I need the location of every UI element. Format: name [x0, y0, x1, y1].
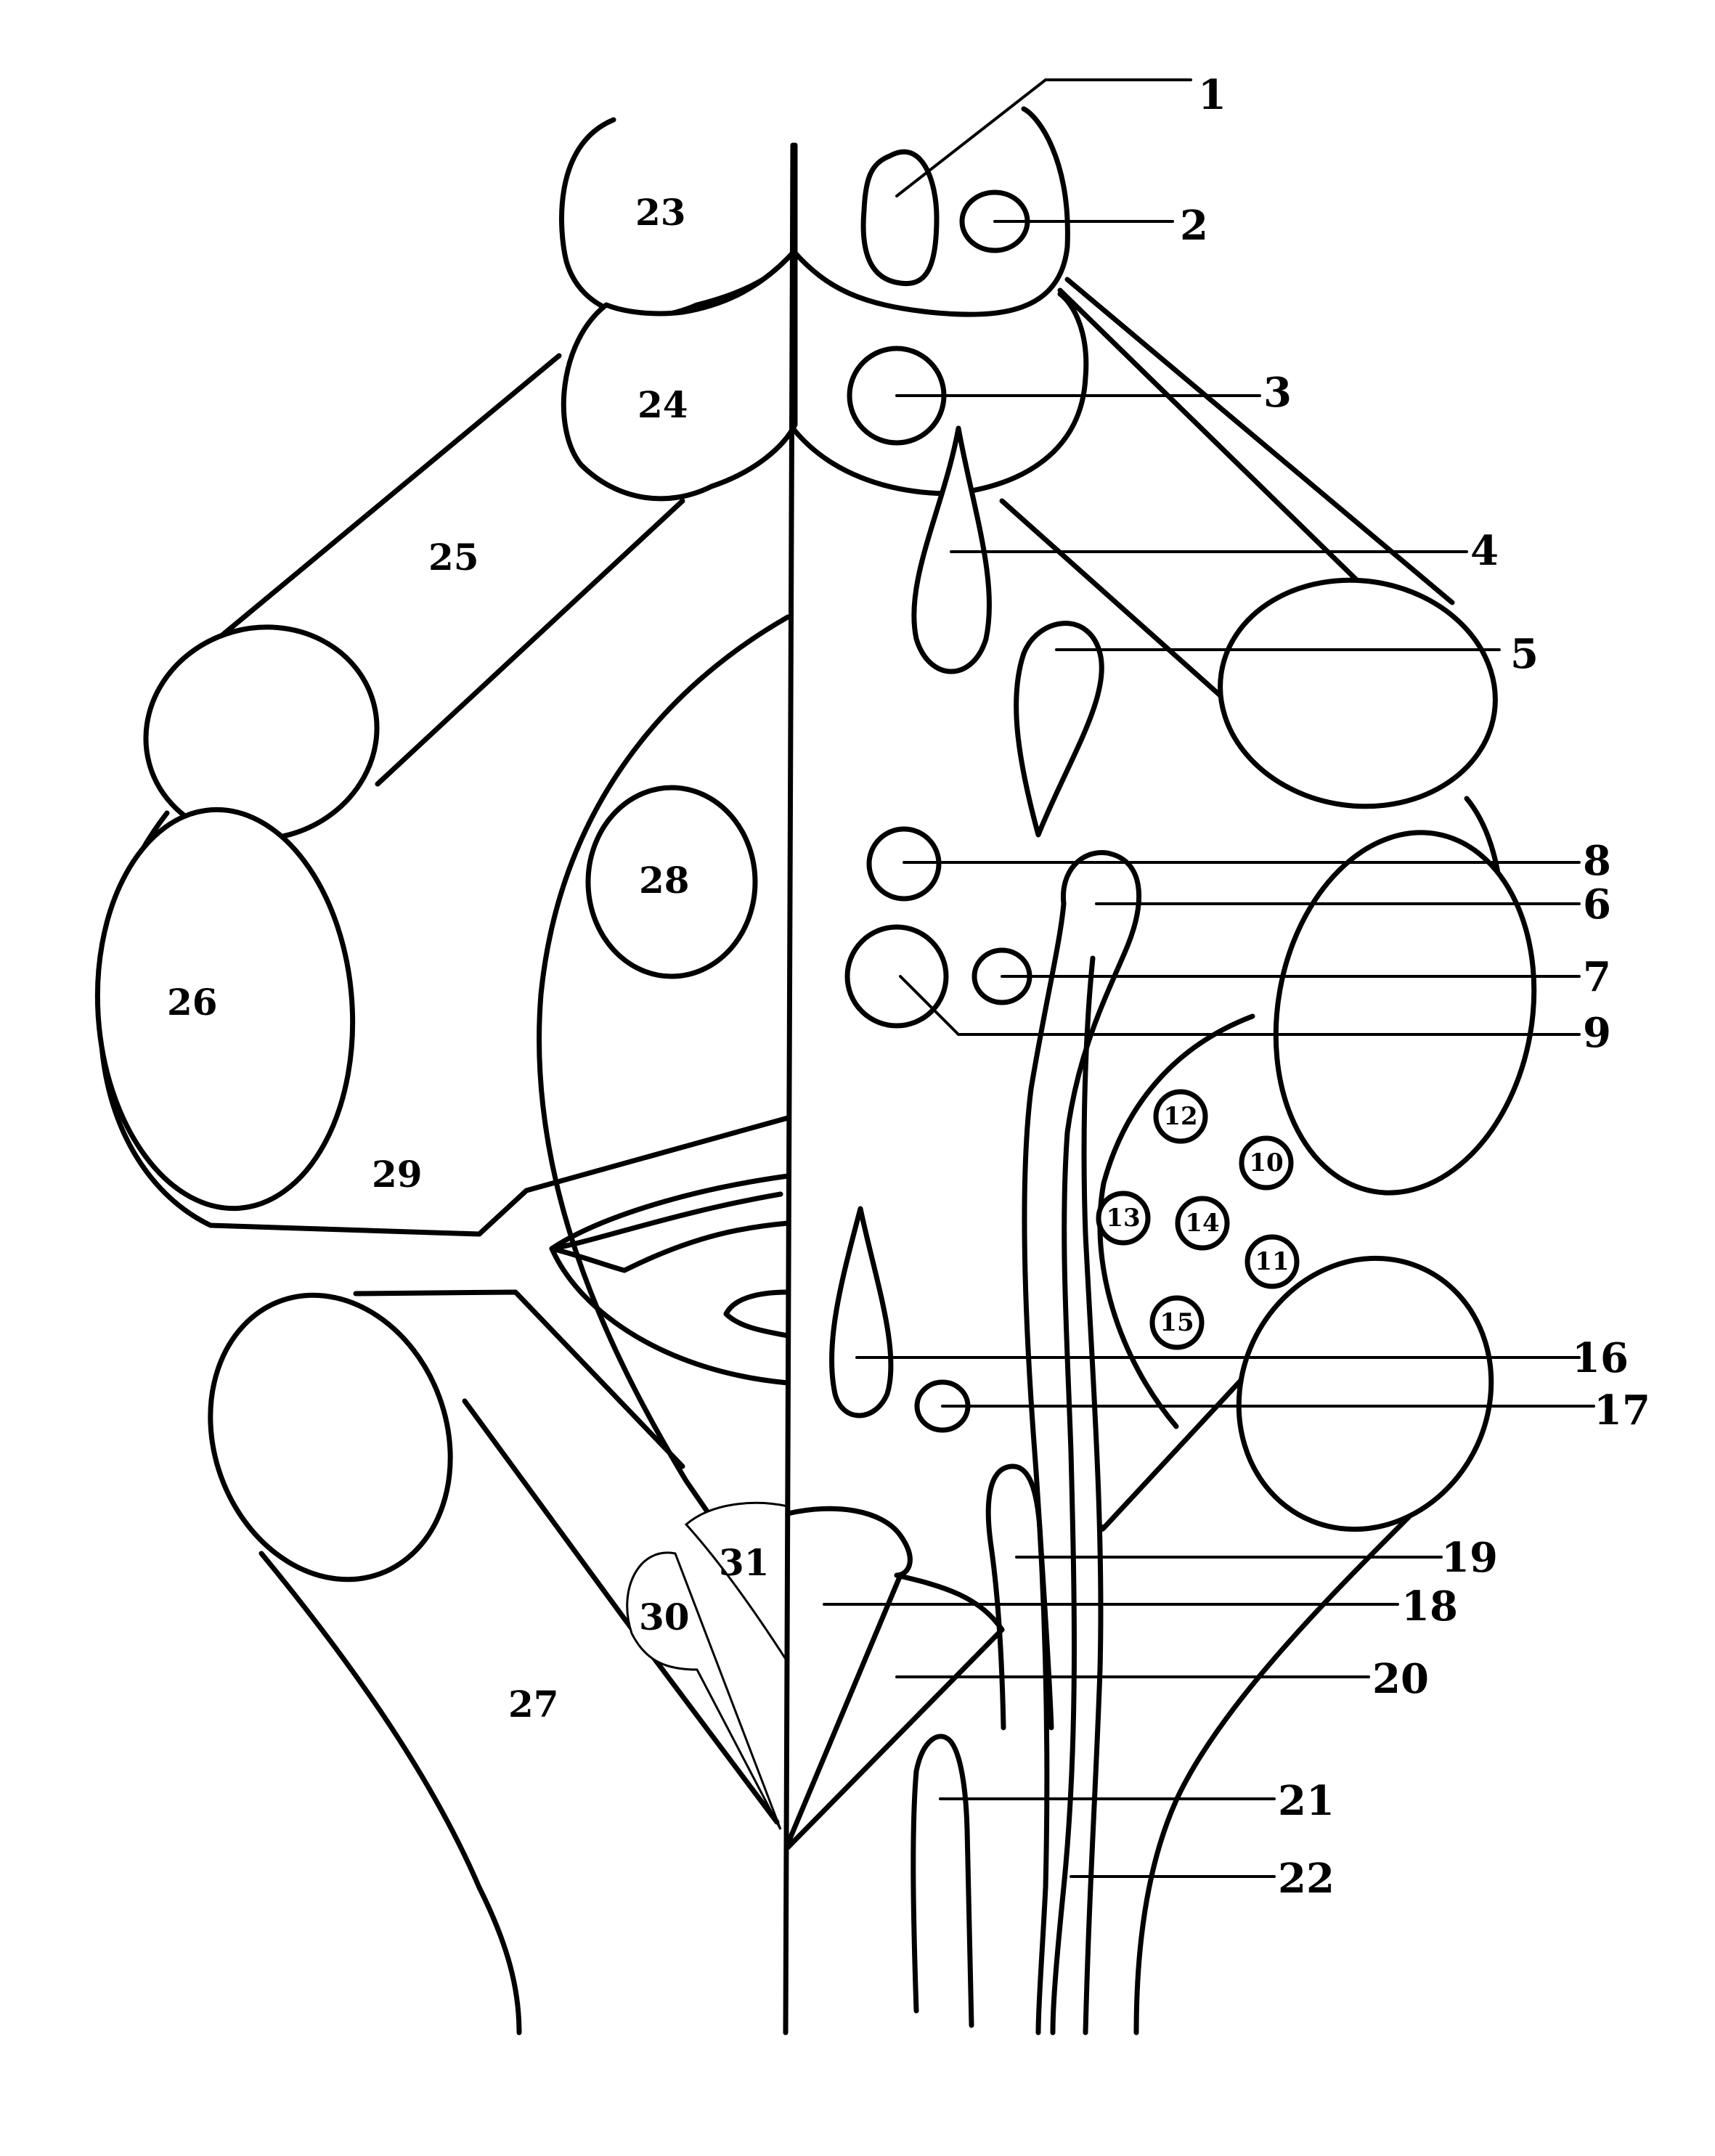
label-21: 21 — [1278, 1777, 1335, 1825]
right-lower-contour — [1099, 1373, 1419, 2035]
oval-right-upper — [1218, 577, 1498, 809]
midline — [783, 142, 796, 2035]
oval-lower-left — [208, 1292, 453, 1583]
label-26: 26 — [167, 981, 218, 1024]
tract-22-outer — [1081, 955, 1104, 2035]
arc-inner — [723, 1289, 791, 1339]
nucleus-11: 11 — [1245, 1234, 1300, 1289]
label-19: 19 — [1441, 1534, 1498, 1582]
tract-6 — [1050, 849, 1141, 2035]
tract-19 — [985, 1463, 1054, 1731]
svg-text:10: 10 — [1249, 1148, 1283, 1177]
svg-text:14: 14 — [1185, 1209, 1219, 1238]
oval-upper-left — [143, 624, 380, 842]
label-8: 8 — [1583, 837, 1611, 885]
region-26-oval — [94, 807, 356, 1212]
region-dome-outline — [537, 614, 791, 1600]
label-9: 9 — [1583, 1009, 1611, 1057]
label-3: 3 — [1263, 369, 1292, 417]
label-18: 18 — [1401, 1583, 1458, 1630]
label-6: 6 — [1583, 881, 1611, 928]
label-7: 7 — [1583, 953, 1611, 1001]
svg-text:11: 11 — [1255, 1247, 1289, 1276]
leader-9 — [899, 975, 1581, 1036]
label-29: 29 — [372, 1153, 423, 1196]
label-30: 30 — [639, 1596, 690, 1638]
nucleus-15: 15 — [1149, 1295, 1205, 1350]
label-31: 31 — [719, 1541, 770, 1584]
region-25-band — [215, 353, 685, 787]
label-23: 23 — [635, 191, 686, 234]
right-second-region — [790, 291, 1089, 497]
nucleus-16 — [829, 1206, 894, 1418]
label-25: 25 — [428, 536, 479, 579]
region-27-outline — [258, 1289, 780, 2035]
right-top-region — [790, 106, 1070, 317]
nucleus-1 — [860, 149, 940, 287]
left-half — [94, 117, 798, 2035]
region-18-20-fan — [785, 1506, 1005, 1850]
svg-text:15: 15 — [1160, 1308, 1194, 1337]
label-17: 17 — [1594, 1387, 1650, 1434]
tract-6-inner — [1022, 901, 1067, 2035]
label-2: 2 — [1180, 202, 1208, 250]
nucleus-5 — [1014, 621, 1104, 838]
tract-21 — [911, 1734, 974, 2028]
right-half: 10 11 12 13 14 15 — [785, 106, 1537, 2035]
arc-middle — [549, 1191, 791, 1273]
svg-text:13: 13 — [1106, 1204, 1140, 1233]
region-30-outline — [626, 1551, 782, 1830]
nucleus-10: 10 — [1239, 1135, 1294, 1191]
leader-lines — [823, 78, 1595, 1878]
label-1: 1 — [1198, 71, 1226, 119]
label-22: 22 — [1278, 1855, 1335, 1903]
leader-1 — [895, 78, 1192, 197]
label-4: 4 — [1470, 527, 1499, 575]
label-28: 28 — [639, 859, 690, 902]
nucleus-9 — [844, 924, 949, 1029]
label-16: 16 — [1572, 1334, 1629, 1382]
oval-right-lower — [1236, 1255, 1494, 1532]
nucleus-14: 14 — [1175, 1196, 1230, 1251]
label-27: 27 — [508, 1683, 559, 1726]
label-5: 5 — [1510, 630, 1539, 678]
label-20: 20 — [1372, 1655, 1429, 1703]
number-labels: 1 2 3 4 5 8 6 7 9 16 17 19 18 20 21 22 2… — [167, 71, 1650, 1903]
region-24-outline — [561, 248, 798, 502]
svg-text:12: 12 — [1163, 1102, 1197, 1131]
oval-right-middle — [1273, 830, 1537, 1196]
nucleus-12: 12 — [1153, 1089, 1208, 1144]
nucleus-13: 13 — [1096, 1191, 1151, 1246]
fan-divider — [785, 1572, 903, 1847]
label-24: 24 — [637, 383, 688, 426]
region-28-oval — [585, 785, 758, 979]
nucleus-4 — [911, 425, 992, 674]
